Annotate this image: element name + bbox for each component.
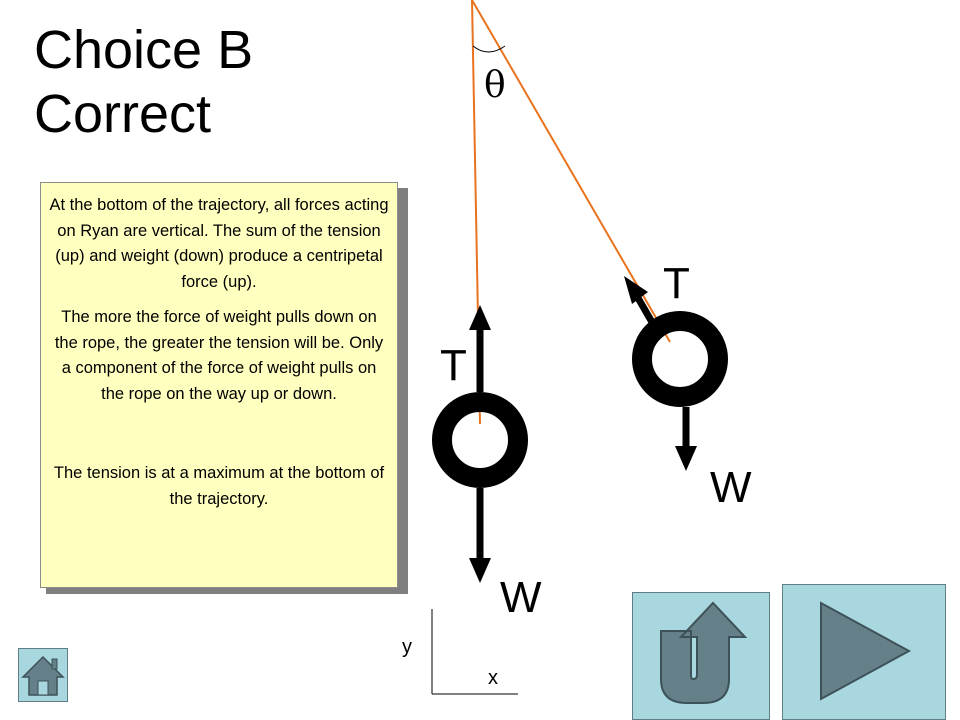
weight-arrowhead-swung [675, 446, 697, 471]
angle-theta-label: θ [484, 65, 506, 106]
title-line-1: Choice B [34, 20, 254, 80]
slide-title: Choice B Correct [34, 18, 253, 146]
weight-arrowhead-bottom [469, 558, 491, 583]
tension-arrowhead-bottom [469, 305, 491, 330]
u-turn-return-icon [660, 601, 748, 704]
home-button[interactable] [18, 648, 68, 702]
tension-arrow-swung [634, 296, 664, 338]
x-axis-label: x [488, 667, 498, 689]
angle-arc [472, 45, 506, 53]
y-axis-label: y [402, 636, 412, 658]
weight-label-bottom: W [500, 573, 542, 622]
title-line-2: Correct [34, 84, 212, 144]
tension-label-bottom: T [440, 341, 467, 390]
next-button[interactable] [782, 584, 946, 720]
home-icon [21, 655, 65, 696]
tire-swung [632, 311, 728, 407]
explanation-paragraph-3: The tension is at a maximum at the botto… [53, 464, 385, 508]
explanation-box: At the bottom of the trajectory, all for… [40, 182, 398, 588]
explanation-paragraph-1: At the bottom of the trajectory, all for… [49, 196, 389, 291]
return-button[interactable] [632, 592, 770, 720]
explanation-paragraph-2: The more the force of weight pulls down … [54, 308, 384, 403]
weight-label-swung: W [710, 463, 752, 512]
play-forward-icon [820, 601, 912, 701]
tension-arrowhead-swung [624, 276, 648, 304]
tire-bottom [432, 392, 528, 488]
tension-label-swung: T [663, 259, 690, 308]
